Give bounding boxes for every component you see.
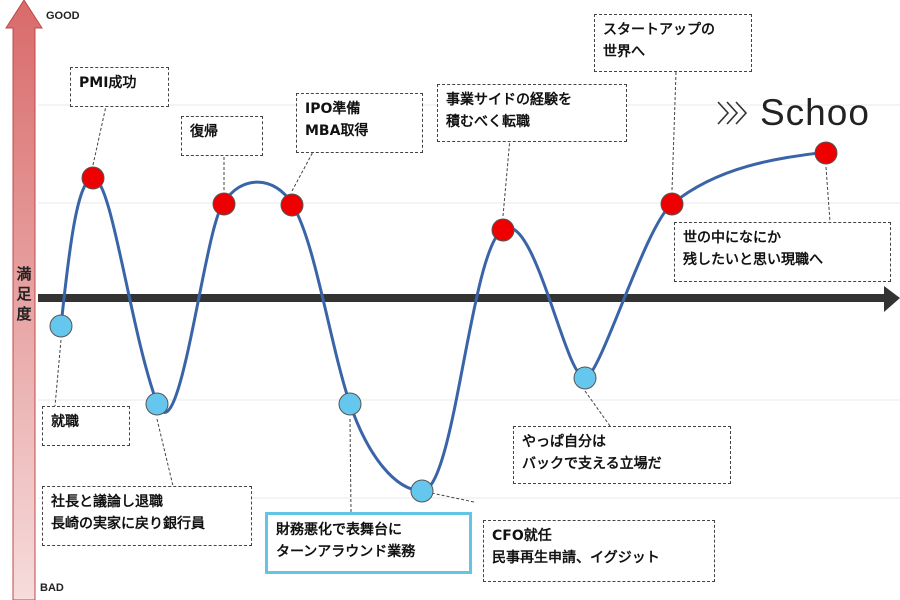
event-point-9 <box>573 366 597 390</box>
bad-axis-label: BAD <box>40 582 64 594</box>
event-point-2 <box>81 166 105 190</box>
event-point-3 <box>145 392 169 416</box>
brand-logo: Schoo <box>716 92 870 134</box>
event-label-3: 社長と議論し退職 長崎の実家に戻り銀行員 <box>42 486 252 546</box>
satisfaction-axis-arrow <box>5 0 43 600</box>
good-axis-label: GOOD <box>46 10 80 22</box>
event-label-1: 就職 <box>42 406 130 446</box>
time-axis-arrow <box>38 286 900 312</box>
event-label-2: PMI成功 <box>70 67 169 107</box>
event-point-10 <box>660 192 684 216</box>
event-label-8: 事業サイドの経験を 積むべく転職 <box>437 84 627 142</box>
brand-name: Schoo <box>760 92 870 133</box>
event-label-11: 世の中になにか 残したいと思い現職へ <box>674 222 891 282</box>
event-label-5: IPO準備 MBA取得 <box>296 93 423 153</box>
event-label-7: CFO就任 民事再生申請、イグジット <box>483 520 715 582</box>
schoo-logo-icon <box>717 101 748 125</box>
event-label-6: 財務悪化で表舞台に ターンアラウンド業務 <box>265 512 472 574</box>
event-point-1 <box>49 314 73 338</box>
event-label-4: 復帰 <box>181 116 263 156</box>
event-point-7 <box>410 479 434 503</box>
event-label-10: スタートアップの 世界へ <box>594 14 752 72</box>
event-point-5 <box>280 193 304 217</box>
event-point-8 <box>491 218 515 242</box>
event-points <box>49 141 838 503</box>
event-label-9: やっぱ自分は バックで支える立場だ <box>513 426 731 484</box>
event-point-4 <box>212 192 236 216</box>
event-point-6 <box>338 392 362 416</box>
event-point-11 <box>814 141 838 165</box>
leader-lines <box>54 71 831 513</box>
satisfaction-axis-title: 満 足 度 <box>16 265 32 323</box>
